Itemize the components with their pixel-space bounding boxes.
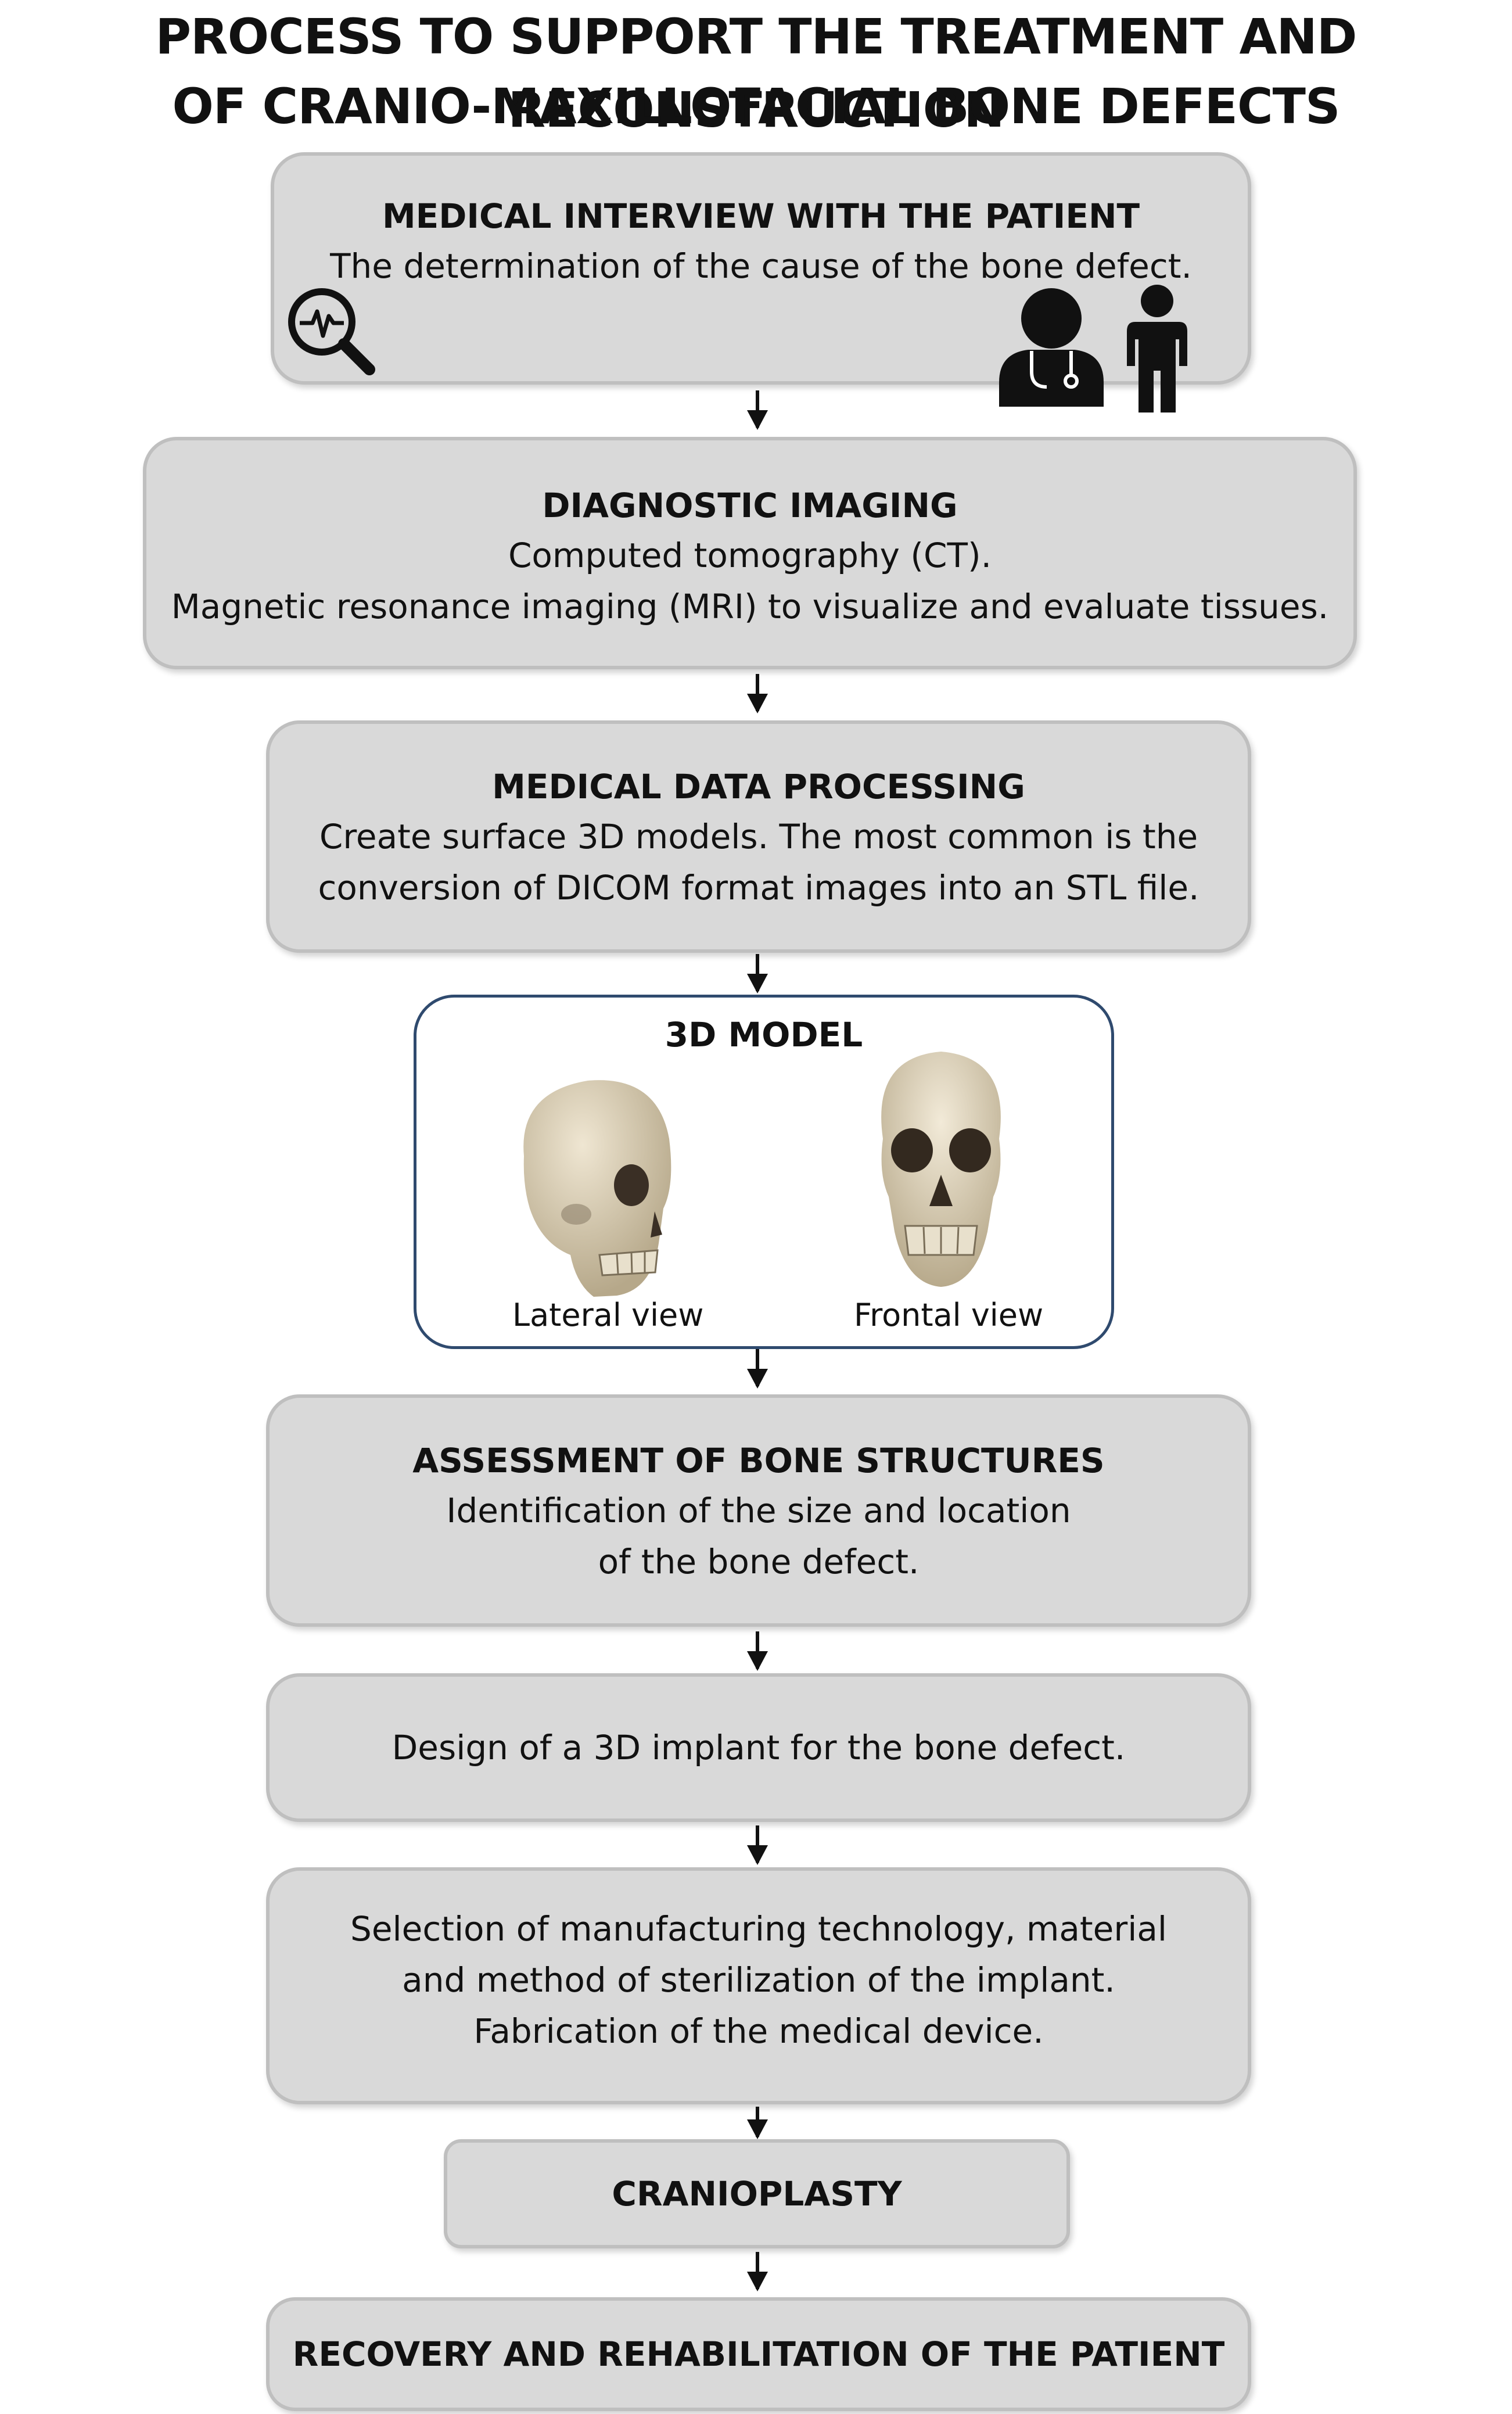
step-heading: ASSESSMENT OF BONE STRUCTURES	[412, 1441, 1105, 1480]
arrow-6	[747, 1825, 768, 1865]
arrow-4	[747, 1349, 768, 1389]
step-text-3: Fabrication of the medical device.	[473, 2011, 1044, 2051]
step-text-2: Magnetic resonance imaging (MRI) to visu…	[171, 587, 1329, 626]
step-heading: 3D MODEL	[665, 1015, 863, 1054]
arrow-8	[747, 2252, 768, 2291]
step-cranioplasty: CRANIOPLASTY	[444, 2139, 1070, 2248]
step-text-2: and method of sterilization of the impla…	[402, 1960, 1115, 2000]
step-diagnostic-imaging: DIAGNOSTIC IMAGING Computed tomography (…	[143, 437, 1357, 669]
step-heading: DIAGNOSTIC IMAGING	[542, 486, 958, 525]
skull-frontal-image	[881, 1052, 1001, 1287]
title-line-2: OF CRANIO-MAXILLOFACIAL BONE DEFECTS	[172, 78, 1341, 135]
caption-frontal-view: Frontal view	[854, 1297, 1044, 1333]
step-assessment-bone-structures: ASSESSMENT OF BONE STRUCTURES Identifica…	[266, 1394, 1251, 1627]
step-text-1: Selection of manufacturing technology, m…	[350, 1909, 1167, 1949]
arrow-3	[747, 954, 768, 993]
step-heading: CRANIOPLASTY	[612, 2174, 902, 2214]
step-heading: MEDICAL INTERVIEW WITH THE PATIENT	[382, 196, 1140, 236]
step-manufacturing-selection: Selection of manufacturing technology, m…	[266, 1867, 1251, 2104]
search-pulse-icon	[288, 288, 375, 375]
step-recovery-rehabilitation: RECOVERY AND REHABILITATION OF THE PATIE…	[266, 2297, 1251, 2411]
doctor-icon	[999, 288, 1104, 407]
patient-icon	[1127, 285, 1187, 413]
step-implant-design: Design of a 3D implant for the bone defe…	[266, 1673, 1251, 1822]
step-text-1: Identification of the size and location	[446, 1491, 1071, 1530]
arrow-5	[747, 1631, 768, 1671]
step-medical-data-processing: MEDICAL DATA PROCESSING Create surface 3…	[266, 720, 1251, 953]
step-heading: RECOVERY AND REHABILITATION OF THE PATIE…	[292, 2334, 1225, 2374]
skull-lateral-image	[523, 1080, 671, 1297]
step-heading: MEDICAL DATA PROCESSING	[492, 767, 1025, 806]
arrow-7	[747, 2107, 768, 2139]
step-text: Design of a 3D implant for the bone defe…	[392, 1728, 1126, 1767]
step-text-2: of the bone defect.	[598, 1542, 920, 1581]
step-text-1: Computed tomography (CT).	[508, 536, 992, 575]
step-text-1: Create surface 3D models. The most commo…	[319, 817, 1198, 856]
arrow-1	[747, 390, 768, 430]
step-text: The determination of the cause of the bo…	[330, 246, 1192, 286]
arrow-2	[747, 674, 768, 713]
title-line-1: PROCESS TO SUPPORT THE TREATMENT AND REC…	[155, 8, 1357, 138]
step-text-2: conversion of DICOM format images into a…	[318, 868, 1199, 908]
caption-lateral-view: Lateral view	[512, 1297, 704, 1333]
step-medical-interview: MEDICAL INTERVIEW WITH THE PATIENT The d…	[271, 152, 1251, 385]
